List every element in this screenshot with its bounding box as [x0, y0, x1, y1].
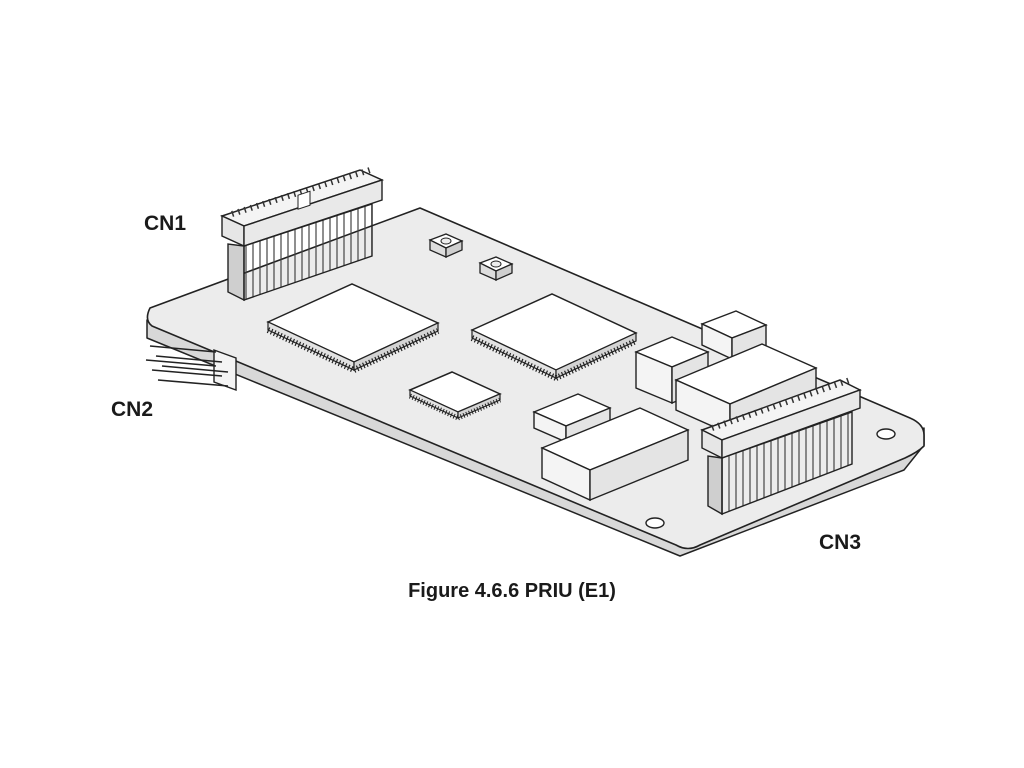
cn1-connector	[219, 167, 385, 302]
qfp-chip-large	[470, 293, 638, 381]
tact-switch	[428, 233, 464, 258]
mounting-hole	[876, 428, 896, 440]
qfp-chip-small	[408, 371, 502, 421]
cn3-connector	[700, 377, 862, 516]
figure-caption: Figure 4.6.6 PRIU (E1)	[408, 580, 616, 602]
edge-gap	[797, 514, 813, 523]
mounting-hole	[645, 517, 665, 529]
cn2-connector	[145, 345, 237, 391]
component-block	[700, 310, 768, 361]
cn1-label: CN1	[144, 212, 187, 235]
cn3-label: CN3	[819, 531, 862, 554]
cn2-label: CN2	[111, 398, 154, 421]
component-block	[540, 407, 690, 502]
tact-switch	[478, 256, 514, 281]
qfp-chip-large	[266, 283, 440, 373]
